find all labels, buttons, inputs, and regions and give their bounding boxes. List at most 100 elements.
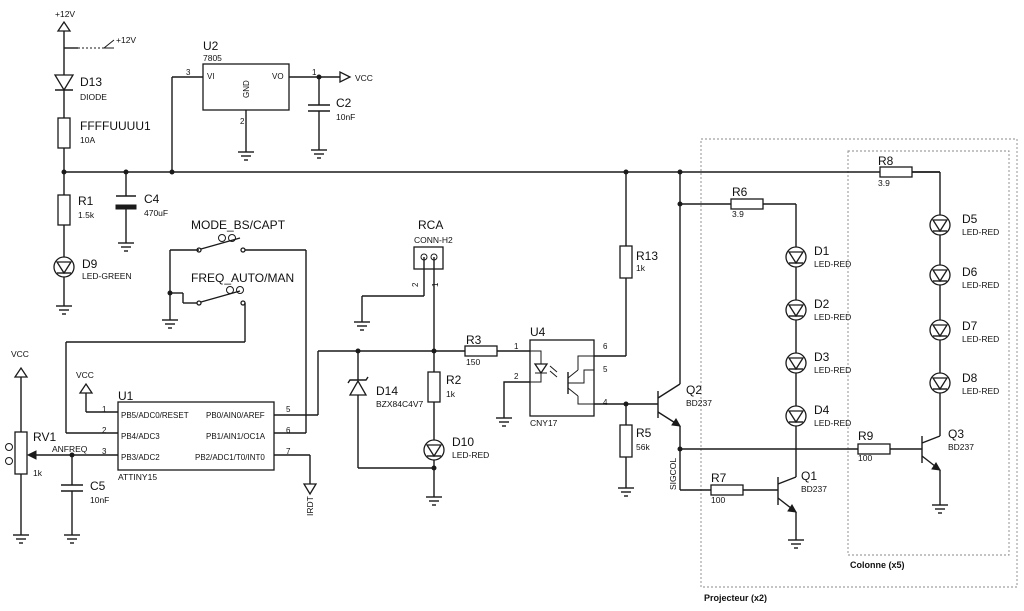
svg-text:RCA: RCA	[418, 218, 443, 232]
svg-text:VCC: VCC	[355, 73, 373, 83]
svg-text:R8: R8	[878, 154, 894, 168]
svg-text:1: 1	[312, 68, 317, 77]
svg-text:10nF: 10nF	[90, 495, 109, 505]
svg-text:PB0/AIN0/AREF: PB0/AIN0/AREF	[206, 411, 265, 420]
svg-text:+12V: +12V	[55, 9, 75, 19]
led-d5: D5 LED-RED	[929, 212, 999, 265]
svg-text:1k: 1k	[33, 468, 43, 478]
svg-text:D4: D4	[814, 403, 830, 417]
svg-text:3.9: 3.9	[732, 209, 744, 219]
led-d2: D2 LED-RED	[785, 297, 851, 353]
svg-text:VCC: VCC	[76, 370, 94, 380]
svg-text:R2: R2	[446, 373, 462, 387]
svg-text:CNY17: CNY17	[530, 418, 558, 428]
svg-text:DIODE: DIODE	[80, 92, 107, 102]
svg-text:U2: U2	[203, 39, 219, 53]
colonne-group-box	[847, 150, 1010, 556]
transistor-q3: Q3 BD237	[921, 427, 974, 514]
svg-text:100: 100	[711, 495, 725, 505]
svg-text:RV1: RV1	[33, 430, 56, 444]
led-d3: D3 LED-RED	[785, 350, 851, 406]
svg-text:U1: U1	[118, 389, 134, 403]
svg-text:56k: 56k	[636, 442, 650, 452]
svg-text:D3: D3	[814, 350, 830, 364]
svg-text:LED-RED: LED-RED	[962, 386, 999, 396]
svg-text:VCC: VCC	[11, 349, 29, 359]
svg-text:D5: D5	[962, 212, 978, 226]
resistor-r5: R5 56k	[618, 404, 652, 497]
svg-text:BZX84C4V7: BZX84C4V7	[376, 399, 424, 409]
svg-text:2: 2	[102, 426, 107, 435]
svg-text:D10: D10	[452, 435, 474, 449]
svg-text:D2: D2	[814, 297, 830, 311]
transistor-q1: Q1 BD237	[777, 469, 827, 549]
svg-text:R1: R1	[78, 194, 94, 208]
svg-text:4: 4	[603, 398, 608, 407]
vcc-u1-terminal: VCC	[76, 370, 94, 412]
svg-text:+12V: +12V	[116, 35, 136, 45]
irdt-input: IRDT	[302, 455, 318, 516]
led-d4: D4 LED-RED	[785, 403, 851, 477]
resistor-r8: R8 3.9	[878, 154, 941, 215]
capacitor-c5: C5 10nF	[61, 455, 109, 544]
resistor-r7: R7 100	[680, 471, 778, 505]
svg-text:Q1: Q1	[801, 469, 817, 483]
svg-text:R9: R9	[858, 429, 874, 443]
svg-text:PB5/ADC0/RESET: PB5/ADC0/RESET	[121, 411, 189, 420]
svg-text:VO: VO	[272, 72, 284, 81]
ground-u4	[496, 381, 530, 427]
svg-text:2: 2	[411, 282, 420, 287]
svg-text:R7: R7	[711, 471, 727, 485]
svg-text:1: 1	[102, 405, 107, 414]
led-d7: D7 LED-RED	[929, 319, 999, 373]
svg-text:FREQ_AUTO/MAN: FREQ_AUTO/MAN	[191, 271, 294, 285]
svg-text:D8: D8	[962, 371, 978, 385]
svg-text:LED-RED: LED-RED	[962, 227, 999, 237]
transistor-q2: Q2 BD237	[657, 383, 712, 427]
capacitor-c4: C4 470uF	[115, 172, 168, 252]
resistor-r1: R1 1.5k	[57, 194, 95, 258]
resistor-r2: R2 1k	[427, 351, 462, 440]
ground-d9	[56, 305, 72, 315]
svg-text:VI: VI	[207, 72, 215, 81]
svg-text:D9: D9	[82, 257, 98, 271]
svg-text:BD237: BD237	[801, 484, 827, 494]
svg-text:LED-RED: LED-RED	[962, 280, 999, 290]
svg-text:R3: R3	[466, 333, 482, 347]
svg-text:5: 5	[286, 405, 291, 414]
svg-text:10A: 10A	[80, 135, 95, 145]
projecteur-group-label: Projecteur (x2)	[704, 593, 767, 603]
connector-rca: RCA CONN-H2 2 1	[354, 218, 453, 351]
svg-text:7805: 7805	[203, 53, 222, 63]
mcu-u1: U1 ATTINY15 PB5/ADC0/RESET PB4/ADC3 PB3/…	[86, 389, 318, 482]
anfreq-net-label: ANFREQ	[52, 444, 88, 454]
sigcol-net-label: SIGCOL	[668, 458, 678, 490]
svg-text:5: 5	[603, 365, 608, 374]
svg-text:LED-RED: LED-RED	[814, 365, 851, 375]
svg-text:PB2/ADC1/T0/INT0: PB2/ADC1/T0/INT0	[195, 453, 265, 462]
led-d9: D9 LED-GREEN	[53, 256, 132, 306]
svg-text:MODE_BS/CAPT: MODE_BS/CAPT	[191, 218, 286, 232]
svg-text:D7: D7	[962, 319, 978, 333]
svg-text:D13: D13	[80, 75, 102, 89]
led-d10: D10 LED-RED	[423, 435, 489, 506]
svg-text:C2: C2	[336, 96, 352, 110]
svg-text:CONN-H2: CONN-H2	[414, 235, 453, 245]
svg-text:R5: R5	[636, 426, 652, 440]
plus12v-terminal: +12V	[55, 9, 75, 75]
capacitor-c2: C2 10nF	[308, 77, 355, 159]
fuse-f1: FFFFUUUU1 10A	[57, 117, 151, 195]
svg-text:R13: R13	[636, 249, 658, 263]
svg-text:D6: D6	[962, 265, 978, 279]
diode-d13: D13 DIODE	[53, 74, 107, 118]
svg-text:LED-RED: LED-RED	[814, 312, 851, 322]
svg-text:LED-RED: LED-RED	[962, 334, 999, 344]
svg-text:1: 1	[514, 342, 519, 351]
colonne-group-label: Colonne (x5)	[850, 560, 905, 570]
projecteur-group-box	[700, 138, 1018, 588]
svg-text:1: 1	[431, 282, 440, 287]
svg-text:Q2: Q2	[686, 383, 702, 397]
svg-text:LED-RED: LED-RED	[814, 418, 851, 428]
potentiometer-rv1: RV1 1k	[5, 430, 118, 544]
